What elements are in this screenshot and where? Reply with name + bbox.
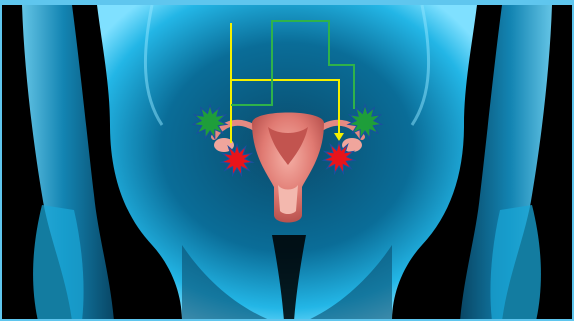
anatomy-diagram <box>2 5 572 321</box>
left-hand <box>33 205 84 321</box>
right-hand <box>490 205 541 321</box>
